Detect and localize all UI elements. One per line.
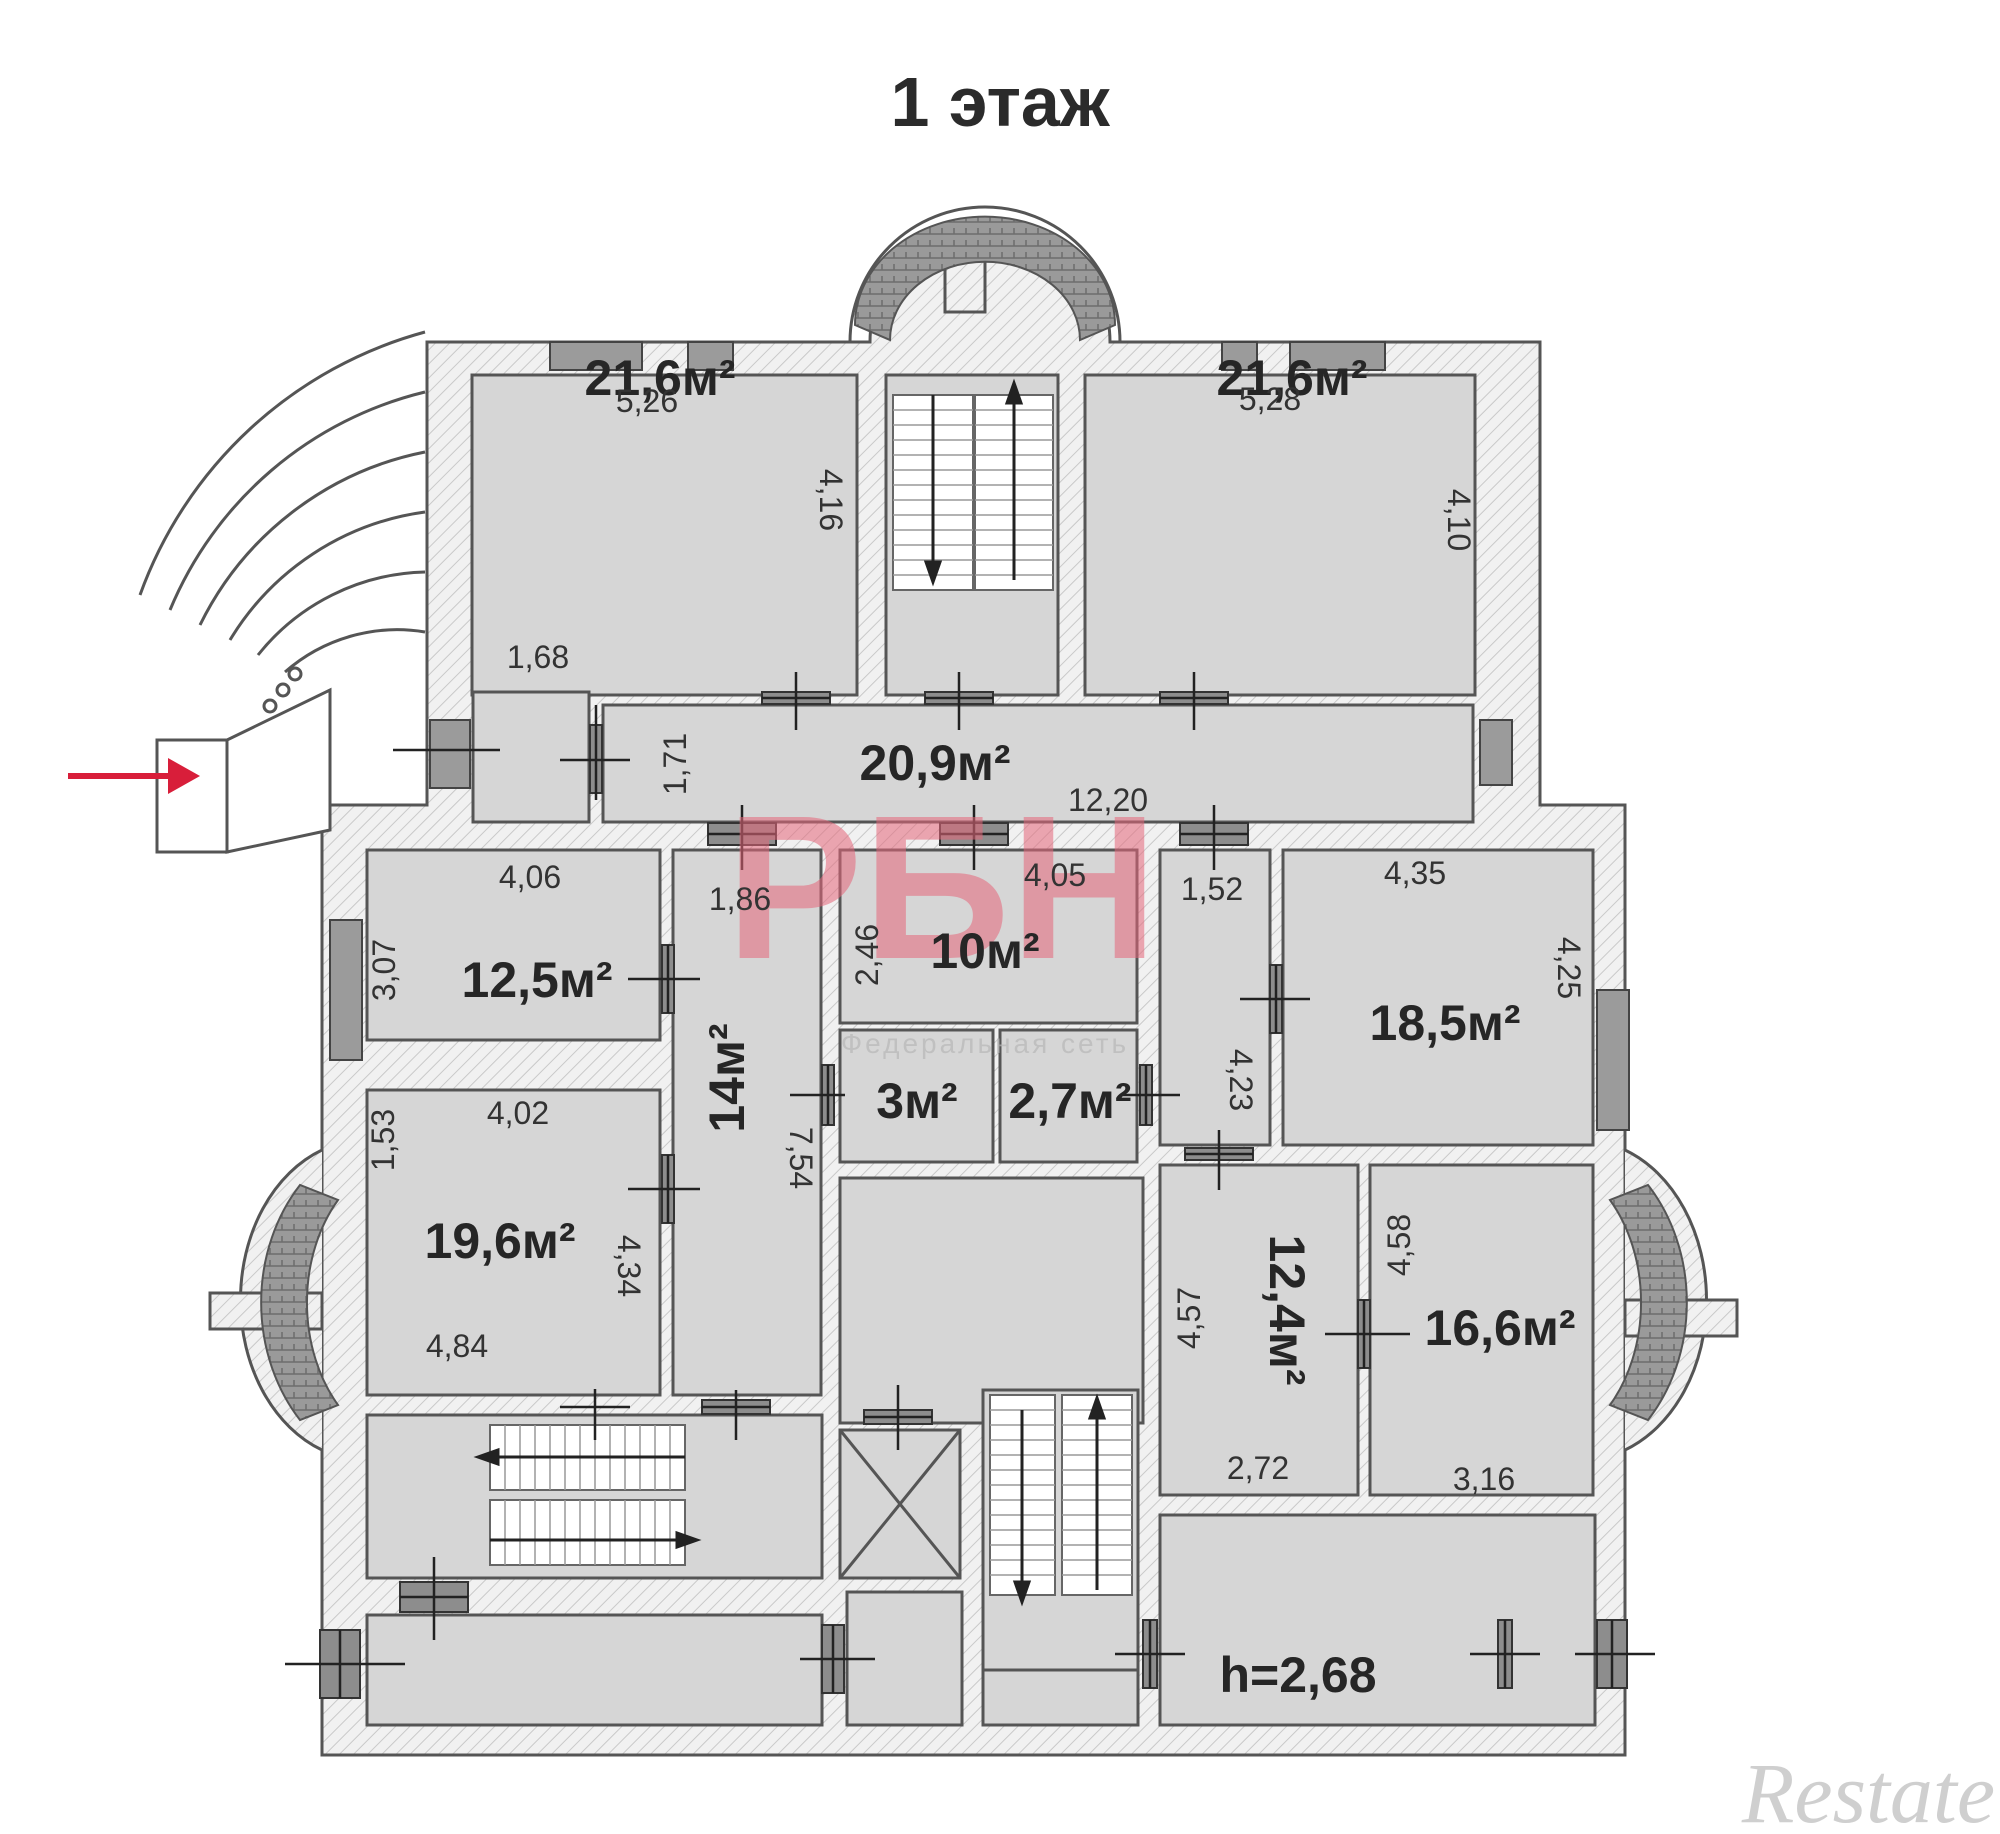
dim-1-71: 1,71 <box>657 733 693 795</box>
room-12-5-shape <box>365 848 662 1042</box>
room-14-shape <box>671 848 823 1397</box>
room-bottom-right <box>1158 1513 1597 1727</box>
door-swing-marks <box>285 672 1655 1698</box>
room-19-6-shape <box>365 1088 662 1397</box>
watermark-tagline: Федеральная сеть <box>841 1028 1129 1059</box>
floor-title: 1 этаж <box>890 63 1110 141</box>
dim-3-16: 3,16 <box>1453 1461 1515 1497</box>
watermark-brand: РБН <box>726 773 1158 1002</box>
area-3: 3м² <box>876 1073 957 1129</box>
area-12-5: 12,5м² <box>462 952 613 1008</box>
porch-steps <box>138 330 426 854</box>
dim-1-68: 1,68 <box>507 639 569 675</box>
area-top-left: 21,6м² <box>585 350 736 406</box>
room-top-right <box>1083 373 1477 697</box>
dim-3-07: 3,07 <box>366 939 402 1001</box>
dim-2-46: 2,46 <box>849 924 885 986</box>
vestibule <box>471 690 591 824</box>
ceiling-height: h=2,68 <box>1219 1647 1376 1703</box>
rooms <box>365 373 1597 1727</box>
room-12-4-shape <box>1158 1163 1360 1497</box>
room-bottom-mid <box>981 1668 1140 1727</box>
dim-12-20: 12,20 <box>1068 782 1148 818</box>
dim-1-86: 1,86 <box>709 881 771 917</box>
room-16-6-shape <box>1368 1163 1595 1497</box>
area-12-4: 12,4м² <box>1259 1235 1315 1386</box>
entrance-arrow-icon <box>68 758 200 794</box>
area-top-right: 21,6м² <box>1217 350 1368 406</box>
room-center <box>838 1176 1145 1425</box>
dim-4-06: 4,06 <box>499 859 561 895</box>
dim-4-02: 4,02 <box>487 1095 549 1131</box>
room-top-left <box>470 373 859 697</box>
room-bottom-left <box>365 1613 824 1727</box>
dim-5-26: 5,26 <box>616 383 678 419</box>
dim-1-53: 1,53 <box>365 1109 401 1171</box>
dim-4-35: 4,35 <box>1384 855 1446 891</box>
room-10-shape <box>838 848 1139 1025</box>
dim-4-58: 4,58 <box>1381 1214 1417 1276</box>
dim-4-34: 4,34 <box>611 1235 647 1297</box>
dimension-labels: 5,26 4,16 1,68 5,28 4,10 1,71 12,20 4,06… <box>365 381 1587 1497</box>
dim-4-23: 4,23 <box>1223 1049 1259 1111</box>
dim-4-57: 4,57 <box>1171 1287 1207 1349</box>
area-16-6: 16,6м² <box>1425 1300 1576 1356</box>
dim-1-52: 1,52 <box>1181 871 1243 907</box>
watermark: РБН Федеральная сеть <box>726 773 1158 1059</box>
dim-4-84: 4,84 <box>426 1328 488 1364</box>
dim-2-72: 2,72 <box>1227 1450 1289 1486</box>
area-10: 10м² <box>930 923 1039 979</box>
dim-5-28: 5,28 <box>1239 381 1301 417</box>
dim-4-05: 4,05 <box>1024 857 1086 893</box>
stair-direction-arrows <box>473 378 1107 1607</box>
dim-7-54: 7,54 <box>783 1127 819 1189</box>
area-18-5: 18,5м² <box>1370 995 1521 1051</box>
room-2-7-shape <box>998 1028 1139 1164</box>
dim-4-16: 4,16 <box>813 469 849 531</box>
area-2-7: 2,7м² <box>1008 1073 1131 1129</box>
dim-4-10: 4,10 <box>1441 489 1477 551</box>
dim-4-25: 4,25 <box>1551 937 1587 999</box>
windows <box>329 341 1630 1131</box>
bay-masonry <box>260 215 1688 1422</box>
area-19-6: 19,6м² <box>425 1213 576 1269</box>
source-logo: Restate <box>1741 1745 1995 1834</box>
elevator-icon <box>838 1429 962 1579</box>
room-area-labels: 21,6м² 21,6м² 20,9м² 12,5м² 14м² 10м² 3м… <box>425 350 1576 1703</box>
area-corridor: 20,9м² <box>860 735 1011 791</box>
area-14: 14м² <box>699 1023 755 1132</box>
